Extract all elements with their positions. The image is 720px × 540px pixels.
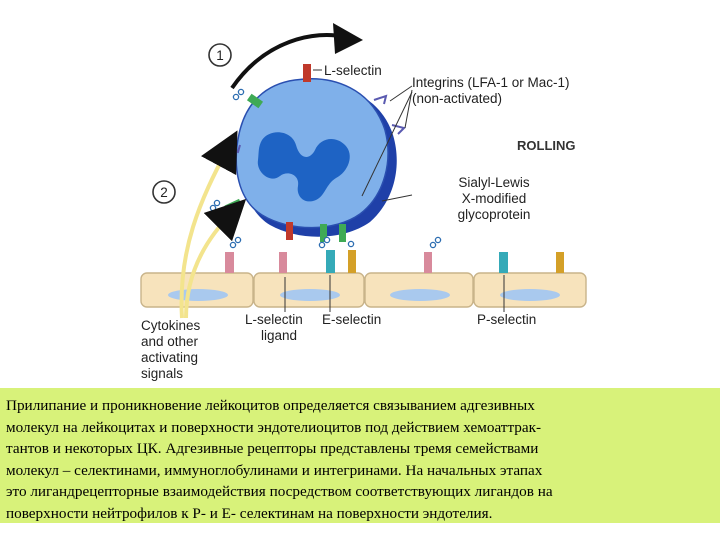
sialyl-label: X-modified xyxy=(462,191,527,206)
caption-line: тантов и некоторых ЦК. Адгезивные рецепт… xyxy=(6,440,539,458)
l-selectin-receptor xyxy=(303,64,311,82)
sialyl-label: Sialyl-Lewis xyxy=(458,175,530,190)
sialyl-lewis-glycan xyxy=(323,236,331,244)
integrin-receptor xyxy=(246,93,264,109)
sialyl-lewis-glycan xyxy=(237,88,245,96)
caption-line: молекул на лейкоцитах и поверхности эндо… xyxy=(6,418,542,436)
integrin-receptor xyxy=(320,224,327,242)
step-1-circle xyxy=(208,43,232,67)
activating-signal-arrow xyxy=(184,198,247,319)
integrin-receptor xyxy=(224,198,242,213)
caption-line: молекул – селектинами, иммуноглобулинами… xyxy=(6,461,543,479)
cytokines-label: Cytokines xyxy=(141,318,201,333)
l-selectin-ligand-label: ligand xyxy=(261,328,297,343)
endothelial-receptors xyxy=(225,236,564,273)
caption-line: Прилипание и проникновение лейкоцитов оп… xyxy=(6,397,535,414)
sialyl-lewis-glycan xyxy=(234,236,242,244)
step-1-number: 1 xyxy=(216,48,224,63)
l-selectin-ligand-label: L-selectin xyxy=(245,312,303,327)
caption-text: Прилипание и проникновение лейкоцитов оп… xyxy=(0,388,720,523)
sialyl-lewis-glycan xyxy=(318,241,326,249)
l-selectin-ligand xyxy=(279,252,287,273)
integrins-label: Integrins (LFA-1 or Mac-1) xyxy=(412,75,570,90)
endothelial-nucleus xyxy=(168,289,228,301)
integrins-label: (non-activated) xyxy=(412,91,502,106)
label-pointer xyxy=(381,194,413,202)
endothelial-nucleus xyxy=(390,289,450,301)
e-selectin xyxy=(326,250,335,273)
cytokines-label: signals xyxy=(141,366,183,381)
sialyl-lewis-glycan xyxy=(347,240,355,248)
integrin-nonactivated xyxy=(373,94,388,105)
ligand-receptor xyxy=(225,252,234,273)
sialyl-lewis-glycan xyxy=(229,241,237,249)
leukocyte xyxy=(235,78,397,237)
caption-line: поверхности нейтрофилов к P- и E- селект… xyxy=(6,504,493,522)
activating-signal-arrow xyxy=(179,130,238,319)
sialyl-lewis-glycan xyxy=(434,236,442,244)
p-selectin xyxy=(556,252,564,273)
sialyl-lewis-glycan xyxy=(209,204,217,212)
label-pointer xyxy=(404,89,413,129)
endothelial-nucleus xyxy=(280,289,340,301)
rolling-label: ROLLING xyxy=(517,138,576,153)
p-selectin xyxy=(348,250,356,273)
caption-line: это лигандрецепторные взаимодействия пос… xyxy=(6,483,553,501)
p-selectin xyxy=(499,252,508,273)
cytokines-label: activating xyxy=(141,350,198,365)
sialyl-lewis-glycan xyxy=(213,199,221,207)
endothelium xyxy=(140,272,587,308)
ligand-receptor xyxy=(424,252,432,273)
endothelial-nucleus xyxy=(500,289,560,301)
leukocyte-nucleus xyxy=(257,132,350,202)
sialyl-lewis-glycan xyxy=(232,93,240,101)
p-selectin-label: P-selectin xyxy=(477,312,536,327)
label-pointer xyxy=(361,91,413,197)
label-pointer xyxy=(389,85,413,102)
sialyl-lewis-glycan xyxy=(429,241,437,249)
rolling-arrowhead xyxy=(333,23,363,54)
sialyl-label: glycoprotein xyxy=(458,207,531,222)
integrin-receptor xyxy=(339,224,346,242)
step-2-number: 2 xyxy=(160,185,168,200)
l-selectin-receptor xyxy=(286,222,293,240)
step-2-circle xyxy=(152,180,176,204)
cytokines-label: and other xyxy=(141,334,199,349)
e-selectin-label: E-selectin xyxy=(322,312,381,327)
leukocyte-rolling-diagram: 1 xyxy=(140,23,587,381)
l-selectin-label: L-selectin xyxy=(324,63,382,78)
